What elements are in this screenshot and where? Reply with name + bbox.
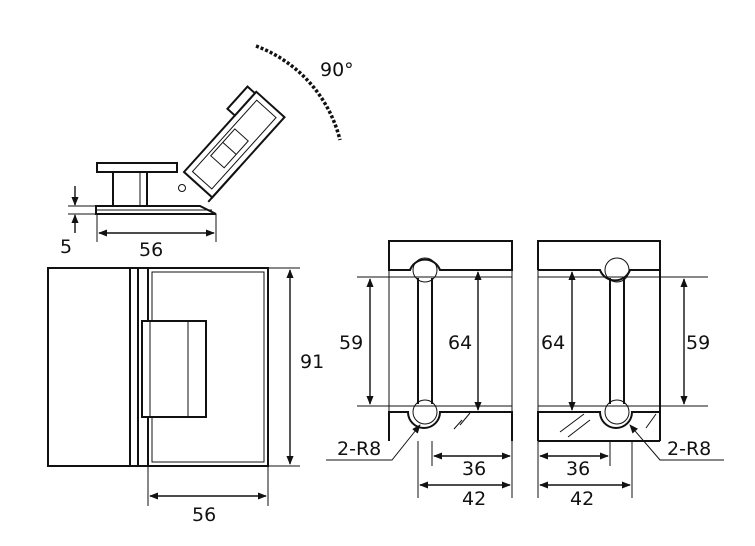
rotation-arc [255,44,342,141]
cutout-right: 64 59 2-R8 36 42 [537,240,724,510]
front-center-block [141,320,207,418]
front-left-plate [47,267,133,467]
pivot-icon [178,184,186,192]
left-inner-height-label: 59 [339,332,363,354]
right-outer-height-label: 64 [541,332,565,354]
front-width-label: 56 [192,504,216,526]
top-offset-label: 5 [60,236,72,258]
front-view: 91 56 [47,267,324,526]
front-height-label: 91 [300,351,324,373]
top-view: 90° 56 5 [60,44,354,261]
top-view-rotated-leaf [182,90,286,199]
right-inner-height-label: 59 [686,332,710,354]
left-radius-label: 2-R8 [337,438,381,460]
left-inner-width-label: 36 [462,458,486,480]
front-knuckle-left [129,267,139,467]
right-outer-width-label: 42 [570,488,594,510]
right-radius-label: 2-R8 [667,438,711,460]
top-view-base-plate [96,162,178,173]
cutout-left: 59 64 2-R8 36 42 [326,240,513,510]
top-width-label: 56 [139,239,163,261]
left-outer-width-label: 42 [462,488,486,510]
top-view-post [112,171,148,207]
angle-label: 90° [320,59,354,81]
right-inner-width-label: 36 [566,458,590,480]
left-outer-height-label: 64 [448,332,472,354]
